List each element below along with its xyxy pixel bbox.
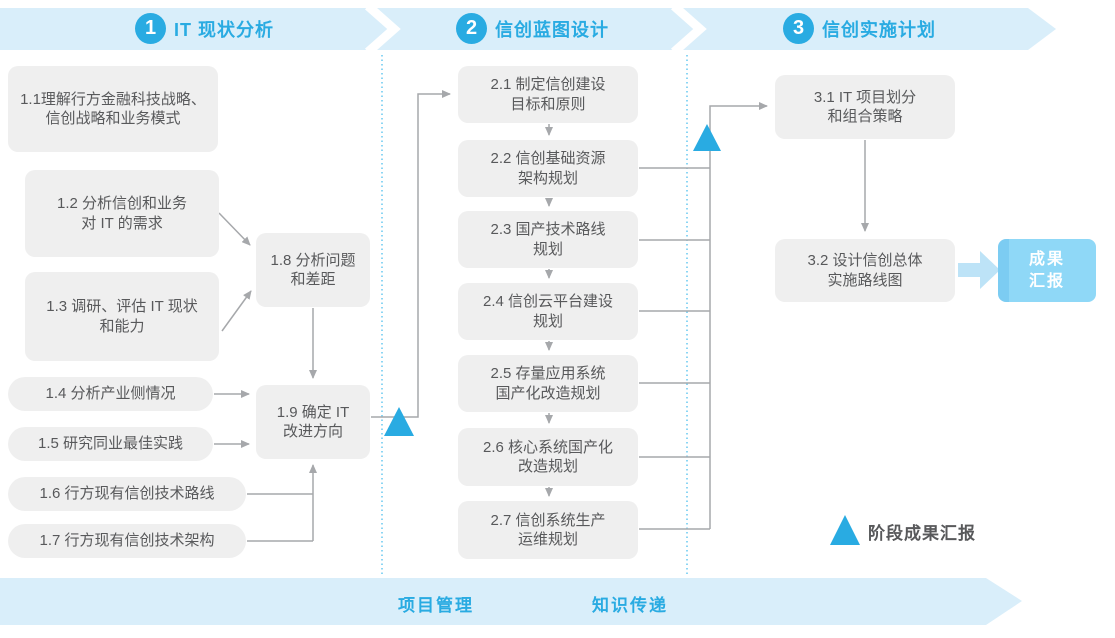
phase-header-1: 1 IT 现状分析 bbox=[135, 13, 274, 44]
task-box-2-3: 2.3 国产技术路线 规划 bbox=[458, 211, 638, 268]
task-box-1-7: 1.7 行方现有信创技术架构 bbox=[8, 524, 246, 558]
task-box-2-7: 2.7 信创系统生产 运维规划 bbox=[458, 501, 638, 559]
phase-2-title: 信创蓝图设计 bbox=[495, 19, 609, 40]
milestone-triangle-1-icon bbox=[384, 407, 414, 436]
task-box-2-4: 2.4 信创云平台建设 规划 bbox=[458, 283, 638, 340]
task-box-1-9: 1.9 确定 IT 改进方向 bbox=[256, 385, 370, 459]
task-box-1-6: 1.6 行方现有信创技术路线 bbox=[8, 477, 246, 511]
task-box-2-5: 2.5 存量应用系统 国产化改造规划 bbox=[458, 355, 638, 412]
phase-header-2: 2 信创蓝图设计 bbox=[456, 13, 609, 44]
legend-label: 阶段成果汇报 bbox=[868, 524, 976, 543]
phase-header-3: 3 信创实施计划 bbox=[783, 13, 936, 44]
task-box-1-4: 1.4 分析产业侧情况 bbox=[8, 377, 213, 411]
connector-1-3-to-1-8 bbox=[221, 290, 252, 332]
result-arrow-icon bbox=[958, 251, 1000, 289]
bottom-band bbox=[0, 578, 1022, 625]
legend-triangle-icon bbox=[830, 515, 860, 545]
task-box-1-5: 1.5 研究同业最佳实践 bbox=[8, 427, 213, 461]
phase-2-number-badge: 2 bbox=[456, 13, 487, 44]
result-report-box: 成果 汇报 bbox=[998, 239, 1096, 302]
connector-1-2-to-1-8 bbox=[218, 212, 251, 246]
connector-1-9-to-2-1 bbox=[371, 90, 451, 418]
bottom-band-label-knowledge-transfer: 知识传递 bbox=[592, 596, 668, 615]
phase-separator-1-icon bbox=[365, 2, 401, 56]
task-box-1-8: 1.8 分析问题 和差距 bbox=[256, 233, 370, 307]
task-box-2-6: 2.6 核心系统国产化 改造规划 bbox=[458, 428, 638, 486]
phase-3-number-badge: 3 bbox=[783, 13, 814, 44]
task-box-2-1: 2.1 制定信创建设 目标和原则 bbox=[458, 66, 638, 123]
phase-3-title: 信创实施计划 bbox=[822, 19, 936, 40]
task-box-1-3: 1.3 调研、评估 IT 现状 和能力 bbox=[25, 272, 219, 361]
task-box-1-2: 1.2 分析信创和业务 对 IT 的需求 bbox=[25, 170, 219, 257]
task-box-3-2: 3.2 设计信创总体 实施路线图 bbox=[775, 239, 955, 302]
phase-separator-2-icon bbox=[671, 2, 707, 56]
task-box-1-1: 1.1理解行方金融科技战略、 信创战略和业务模式 bbox=[8, 66, 218, 152]
connector-trunk-to-3-1 bbox=[709, 102, 768, 529]
milestone-triangle-2-icon bbox=[693, 124, 721, 151]
task-box-2-2: 2.2 信创基础资源 架构规划 bbox=[458, 140, 638, 197]
phase-1-title: IT 现状分析 bbox=[174, 19, 274, 40]
bottom-band-label-project-management: 项目管理 bbox=[398, 596, 474, 615]
phase-1-number-badge: 1 bbox=[135, 13, 166, 44]
task-box-3-1: 3.1 IT 项目划分 和组合策略 bbox=[775, 75, 955, 139]
